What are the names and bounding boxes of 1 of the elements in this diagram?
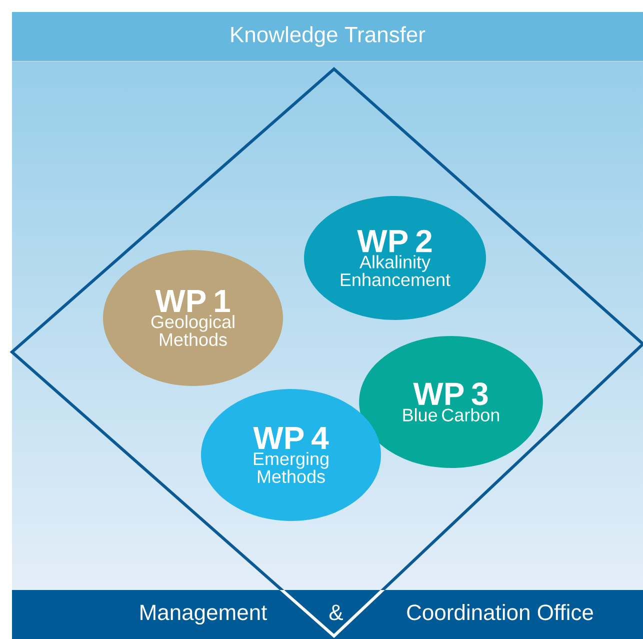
title-band: Knowledge Transfer <box>12 12 643 61</box>
